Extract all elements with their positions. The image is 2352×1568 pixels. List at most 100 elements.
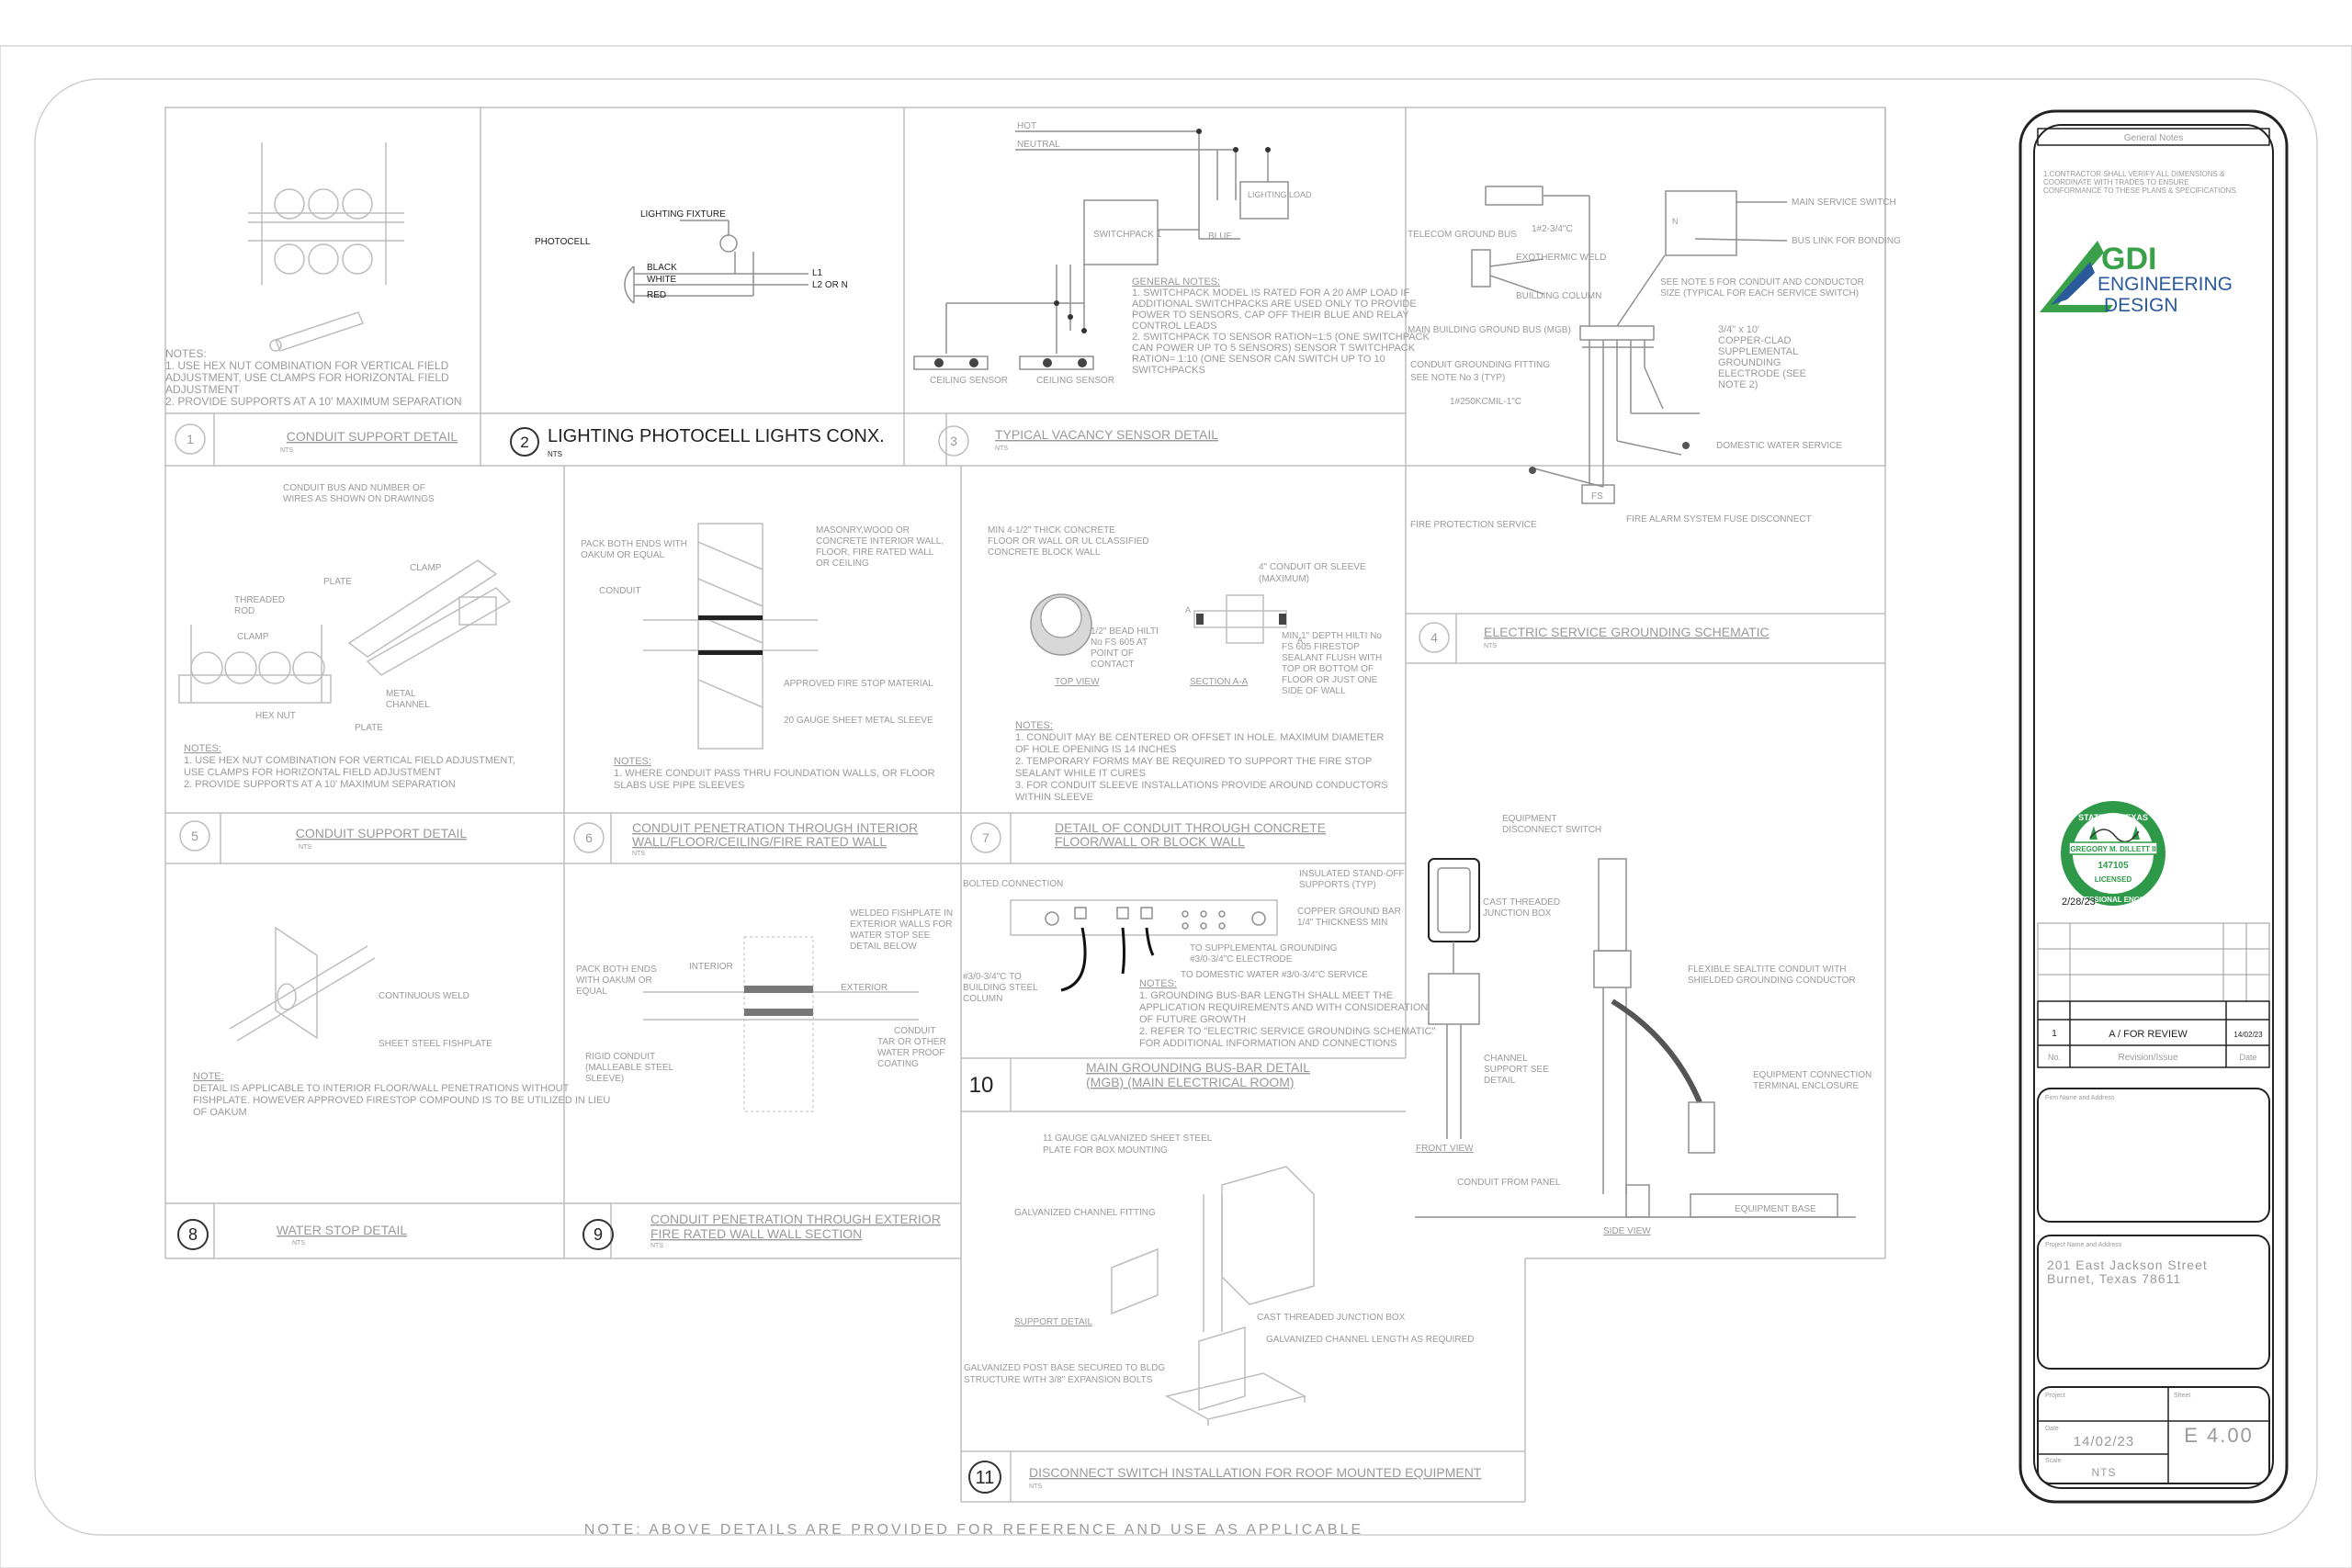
rev-header-no: No. [2048, 1053, 2061, 1062]
cast-threaded-label-1: CAST THREADED [1483, 897, 1560, 908]
section-a-marker-2: A [1297, 636, 1303, 645]
detail-10-title: MAIN GROUNDING BUS-BAR DETAIL [1086, 1060, 1310, 1075]
detail-3-number: 3 [950, 434, 957, 448]
detail-7-title: DETAIL OF CONDUIT THROUGH CONCRETE [1055, 820, 1326, 835]
pack-ends-label-1: PACK BOTH ENDS WITH [581, 539, 687, 549]
top-view-label: TOP VIEW [1055, 677, 1100, 687]
detail-7-drawing [1030, 593, 1287, 656]
detail-3-title: TYPICAL VACANCY SENSOR DETAIL [995, 427, 1218, 442]
project-label: Project Name and Address [2045, 1242, 2122, 1248]
telecom-ground-label: TELECOM GROUND BUS [1408, 230, 1517, 240]
exterior-label: EXTERIOR [841, 983, 888, 993]
detail-3-notes: GENERAL NOTES: 1. SWITCHPACK MODEL IS RA… [1132, 276, 1432, 376]
detail-7-number: 7 [982, 830, 989, 845]
conduit-tar-label: CONDUIT TAR OR OTHER WATER PROOF COATING [877, 1026, 949, 1069]
detail-1-number-circle [175, 423, 206, 455]
disconnect-views-drawing [1415, 858, 1856, 1218]
exothermic-label: EXOTHERMIC WELD [1516, 253, 1606, 263]
detail-4-number-circle [1419, 622, 1450, 653]
rev-header-date: Date [2239, 1053, 2256, 1062]
sleeve-label-1: 4" CONDUIT OR SLEEVE [1259, 562, 1366, 572]
firestop-material-label: APPROVED FIRE STOP MATERIAL [784, 679, 933, 689]
building-column-label: BUILDING COLUMN [1516, 291, 1601, 301]
fire-protection-label: FIRE PROTECTION SERVICE [1410, 520, 1537, 530]
domestic-water-10-label: TO DOMESTIC WATER #3/0-3/4"C SERVICE [1181, 970, 1368, 980]
fire-alarm-label: FIRE ALARM SYSTEM FUSE DISCONNECT [1626, 514, 1812, 525]
gauge-plate-label-2: PLATE FOR BOX MOUNTING [1043, 1145, 1168, 1156]
detail-10-drawing [1010, 899, 1278, 992]
photocell-fixture-label: LIGHTING FIXTURE [640, 209, 726, 220]
bus-label-2: WIRES AS SHOWN ON DRAWINGS [283, 494, 435, 504]
building-steel-label: #3/0-3/4"C TO BUILDING STEEL COLUMN [963, 972, 1040, 1004]
terminal-enclosure-label-1: EQUIPMENT CONNECTION [1753, 1070, 1871, 1080]
wire-red-label: RED [647, 290, 666, 300]
general-notes-text: 1.CONTRACTOR SHALL VERIFY ALL DIMENSIONS… [2043, 170, 2238, 195]
detail-8-number-circle [177, 1219, 209, 1250]
date-value: 14/02/23 [2074, 1434, 2134, 1450]
domestic-water-label: DOMESTIC WATER SERVICE [1716, 441, 1842, 451]
detail-5-title: CONDUIT SUPPORT DETAIL [296, 826, 468, 840]
plate-label: PLATE [323, 577, 352, 587]
plate2-label: PLATE [355, 723, 383, 733]
detail-8-scale: NTS [292, 1240, 305, 1247]
insulated-label-1: INSULATED STAND-OFF [1299, 869, 1405, 879]
equipment-base-label: EQUIPMENT BASE [1735, 1204, 1816, 1214]
detail-7-notes: NOTES: 1. CONDUIT MAY BE CENTERED OR OFF… [1015, 720, 1391, 803]
revision-description: A / FOR REVIEW [2109, 1029, 2188, 1040]
hot-label: HOT [1017, 121, 1036, 131]
detail-10-title-2: (MGB) (MAIN ELECTRICAL ROOM) [1086, 1075, 1295, 1089]
gauge-plate-label-1: 11 GAUGE GALVANIZED SHEET STEEL [1043, 1134, 1213, 1144]
masonry-label: MASONRY,WOOD OR CONCRETE INTERIOR WALL, … [816, 525, 946, 569]
detail-6-drawing [643, 523, 818, 750]
n-label: N [1672, 217, 1679, 226]
see-note3-label: SEE NOTE No 3 (TYP) [1410, 373, 1505, 383]
hexnut-label: HEX NUT [255, 711, 296, 721]
sleeve-label-2: (MAXIMUM) [1259, 574, 1309, 584]
detail-8-title: WATER STOP DETAIL [277, 1223, 408, 1237]
logo-design-text: DESIGN [2104, 295, 2178, 316]
rigid-conduit-label: RIGID CONDUIT (MALLEABLE STEEL SLEEVE) [585, 1052, 676, 1084]
conduit-from-panel-label: CONDUIT FROM PANEL [1457, 1178, 1561, 1188]
inner-border [34, 78, 2318, 1536]
detail-5-number-circle [179, 820, 210, 852]
insulated-label-2: SUPPORTS (TYP) [1299, 880, 1376, 890]
detail-8-drawing [229, 926, 376, 1042]
detail-9-title: CONDUIT PENETRATION THROUGH EXTERIOR [650, 1212, 941, 1226]
neutral-label: NEUTRAL [1017, 140, 1060, 150]
flex-conduit-label-1: FLEXIBLE SEALTITE CONDUIT WITH [1688, 964, 1846, 975]
detail-7-title-2: FLOOR/WALL OR BLOCK WALL [1055, 834, 1245, 849]
conduit-label: CONDUIT [599, 586, 641, 596]
detail-6-scale: NTS [632, 851, 645, 857]
depth-label: MIN 1" DEPTH HILTI No FS 605 FIRESTOP SE… [1282, 631, 1385, 696]
supplemental-label-2: #3/0-3/4"C ELECTRODE [1190, 954, 1293, 964]
wire-black-label: BLACK [647, 263, 677, 273]
general-notes-title: General Notes [2124, 133, 2183, 143]
kcmil-label: 1#250KCMIL-1"C [1450, 397, 1521, 407]
post-base-label-1: GALVANIZED POST BASE SECURED TO BLDG [964, 1363, 1165, 1373]
ground-rod-label: 3/4" x 10' COPPER-CLAD SUPPLEMENTAL GROU… [1718, 324, 1809, 390]
detail-4-number: 4 [1430, 630, 1438, 645]
detail-3-drawing [913, 129, 1289, 370]
main-switch-label: MAIN SERVICE SWITCH [1792, 197, 1896, 208]
detail-grid [164, 107, 1886, 1503]
bead-label: 1/2" BEAD HILTI No FS 605 AT POINT OF CO… [1091, 626, 1161, 670]
outer-border [0, 45, 2352, 1568]
date-field-label: Date [2045, 1426, 2059, 1432]
detail-4-drawing [1471, 186, 1788, 504]
detail-11-drawing [1111, 1166, 1315, 1426]
copper-bar-label-2: 1/4" THICKNESS MIN [1297, 918, 1387, 928]
pe-seal: STATE OF TEXAS GREGORY M. DILLETT II 147… [2061, 801, 2165, 906]
side-view-label: SIDE VIEW [1603, 1226, 1651, 1236]
channel-length-label: GALVANIZED CHANNEL LENGTH AS REQUIRED [1266, 1335, 1475, 1345]
interior-label: INTERIOR [689, 962, 733, 972]
detail-10-notes: NOTES: 1. GROUNDING BUS-BAR LENGTH SHALL… [1139, 978, 1438, 1049]
front-view-label: FRONT VIEW [1416, 1144, 1474, 1154]
gdi-logo: GDI ENGINEERING DESIGN [2040, 241, 2233, 316]
detail-1-notes: NOTES: 1. USE HEX NUT COMBINATION FOR VE… [165, 347, 462, 408]
detail-1-number: 1 [187, 432, 194, 446]
equipment-label-1: EQUIPMENT [1502, 814, 1556, 824]
detail-6-title: CONDUIT PENETRATION THROUGH INTERIOR [632, 820, 918, 835]
threaded-label: THREADED [234, 595, 285, 605]
detail-6-number-circle [573, 822, 605, 853]
detail-1-title: CONDUIT SUPPORT DETAIL [287, 429, 458, 444]
